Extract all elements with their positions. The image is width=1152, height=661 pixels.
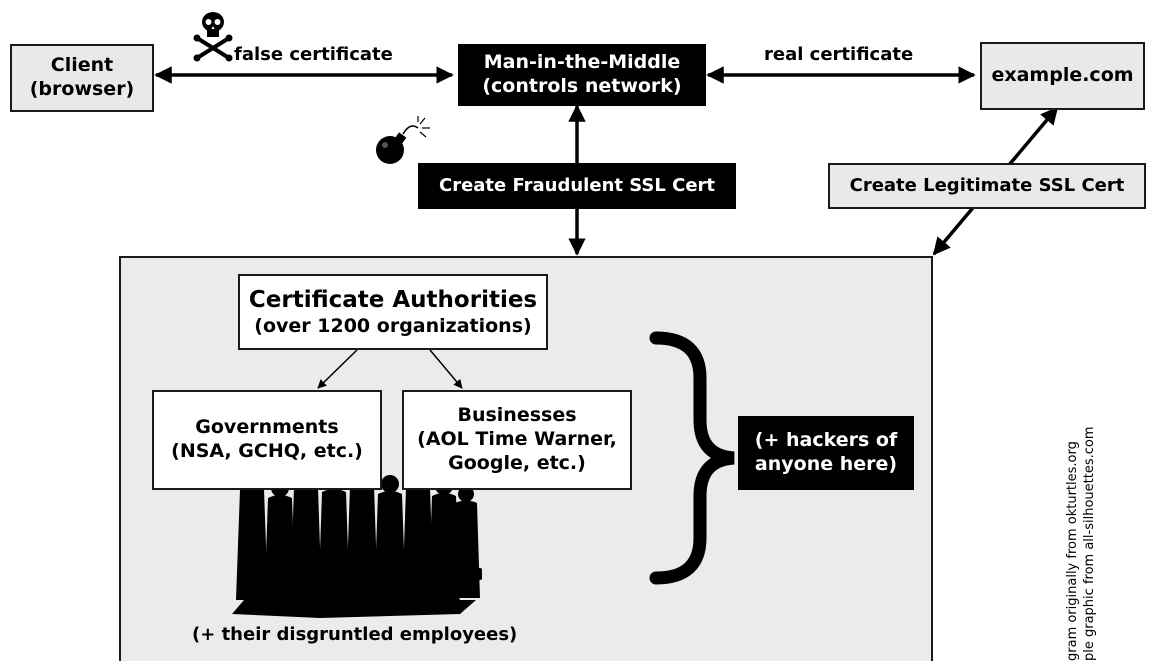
biz-title: Businesses — [457, 404, 577, 427]
credit-line-2: ple graphic from all-silhouettes.com — [1082, 426, 1097, 661]
biz-node: Businesses (AOL Time Warner, Google, etc… — [402, 390, 632, 490]
biz-subtitle-2: Google, etc.) — [448, 451, 586, 474]
mitm-subtitle: (controls network) — [482, 75, 682, 97]
real-cert-label: real certificate — [764, 44, 914, 65]
gov-node: Governments (NSA, GCHQ, etc.) — [152, 390, 382, 490]
mitm-title: Man-in-the-Middle — [483, 51, 681, 74]
client-subtitle: (browser) — [29, 78, 135, 100]
skull-crossbones-icon — [193, 12, 233, 62]
legit-cert-node: Create Legitimate SSL Cert — [828, 163, 1146, 209]
gov-title: Governments — [195, 416, 339, 439]
edge-ca-gov — [317, 349, 358, 389]
fraud-cert-node: Create Fraudulent SSL Cert — [418, 163, 736, 209]
ca-title: Certificate Authorities — [248, 286, 538, 313]
site-node: example.com — [980, 42, 1145, 110]
credit-line-1: gram originally from okturtles.org — [1065, 441, 1080, 661]
hackers-line-1: (+ hackers of — [754, 429, 898, 452]
ca-node: Certificate Authorities (over 1200 organ… — [238, 274, 548, 350]
client-title: Client — [50, 54, 114, 77]
curly-brace — [649, 331, 735, 585]
fraud-cert-label: Create Fraudulent SSL Cert — [438, 174, 716, 196]
site-title: example.com — [991, 64, 1134, 87]
legit-cert-label: Create Legitimate SSL Cert — [849, 174, 1125, 196]
ca-subtitle: (over 1200 organizations) — [254, 314, 532, 337]
false-cert-label: false certificate — [234, 44, 393, 65]
biz-subtitle-1: (AOL Time Warner, — [417, 428, 617, 451]
gov-subtitle: (NSA, GCHQ, etc.) — [171, 440, 363, 462]
mitm-node: Man-in-the-Middle (controls network) — [458, 44, 706, 106]
client-node: Client (browser) — [10, 44, 154, 112]
edge-ca-biz — [429, 349, 463, 389]
bomb-icon — [376, 116, 430, 164]
hackers-node: (+ hackers of anyone here) — [738, 416, 914, 490]
employees-label: (+ their disgruntled employees) — [192, 624, 518, 645]
hackers-line-2: anyone here) — [754, 453, 898, 475]
credit-text: gram originally from okturtles.org ple g… — [1064, 427, 1098, 661]
